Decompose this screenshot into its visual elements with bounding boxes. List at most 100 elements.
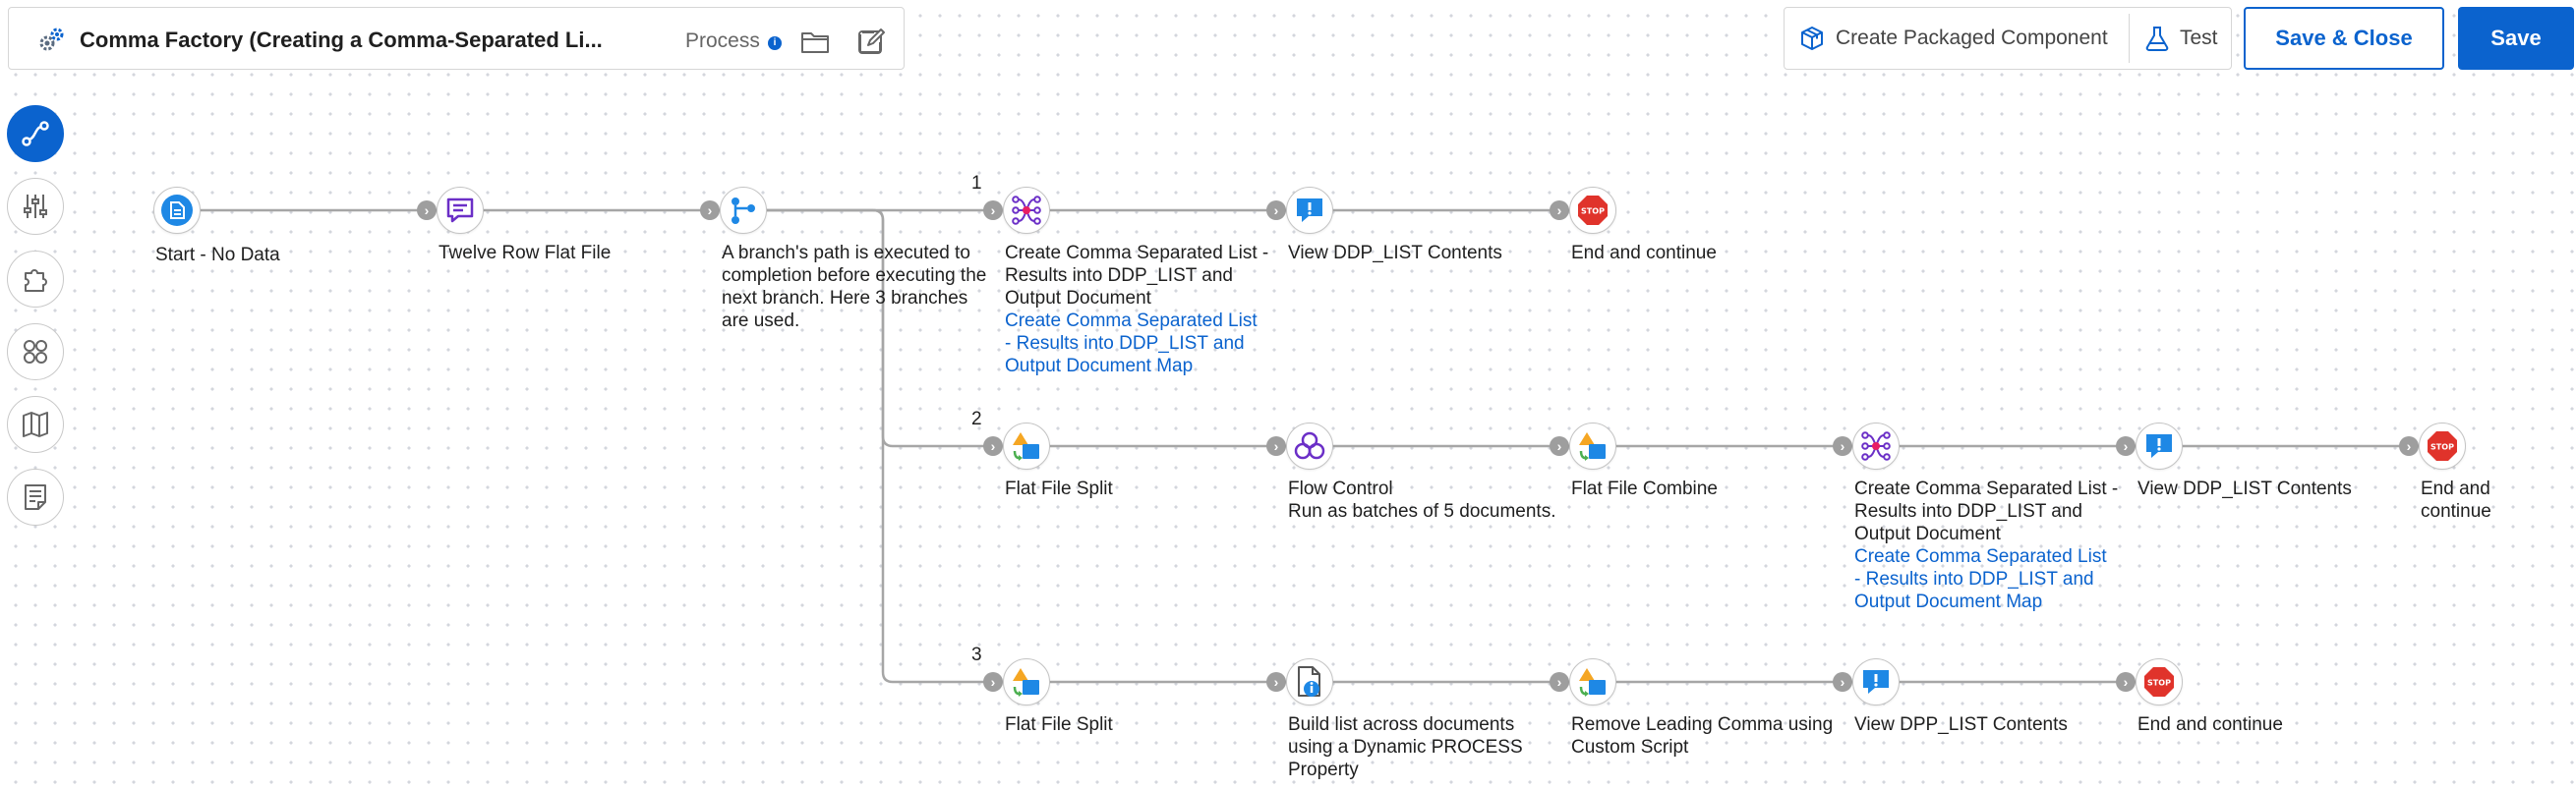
connector-arrow[interactable]: › [417,200,437,220]
map-transform-icon [1010,194,1043,227]
package-icon [1801,27,1823,50]
rail-notes-button[interactable] [7,469,64,526]
shape-label: Build list across documents using a Dyna… [1288,714,1523,780]
shape-label: Flat File Combine [1571,479,1718,499]
step-shape[interactable] [1852,423,1900,470]
connector-arrow[interactable]: › [2399,436,2419,456]
shape-label: Flat File Split [1005,714,1113,735]
map-transform-icon [1859,429,1893,463]
step-shape[interactable] [1286,658,1333,705]
notes-icon [25,484,46,510]
step-shape[interactable] [1286,423,1333,470]
message-shape[interactable] [437,187,484,234]
rail-route-button[interactable] [7,105,64,162]
save-button[interactable]: Save [2458,7,2574,70]
shape-label: Create Comma Separated List - Results in… [1854,479,2119,544]
connector-arrow[interactable]: › [983,436,1003,456]
save-close-button[interactable]: Save & Close [2244,7,2444,70]
notify-icon [2143,430,2175,462]
shape-label: Flat File Split [1005,479,1113,499]
start-shape[interactable] [153,187,201,234]
process-title[interactable]: Comma Factory (Creating a Comma-Separate… [80,28,603,52]
map-icon [23,412,48,437]
branch-note: A branch's path is executed to completio… [722,243,987,331]
data-process-icon [1576,429,1610,463]
create-packaged-component-label: Create Packaged Component [1836,27,2108,49]
shape-label: View DDP_LIST Contents [2137,479,2352,499]
shape-label: Remove Leading Comma using Custom Script [1571,714,1834,758]
map-link[interactable]: Create Comma Separated List - Results in… [1854,546,2107,612]
connector-arrow[interactable]: › [2116,436,2136,456]
step-shape[interactable]: STOP [2136,658,2183,705]
svg-text:STOP: STOP [1581,207,1605,216]
data-process-icon [1010,665,1043,699]
test-button[interactable]: Test [2144,8,2218,69]
notify-icon [1294,195,1325,226]
step-shape[interactable]: STOP [1569,187,1616,234]
branch-line [767,208,993,684]
process-title-bar: Comma Factory (Creating a Comma-Separate… [8,7,905,70]
data-process-icon [1576,665,1610,699]
stop-icon: STOP [2426,429,2459,463]
connector-arrow[interactable]: › [983,200,1003,220]
create-packaged-component-button[interactable]: Create Packaged Component [1798,8,2108,69]
action-group: Create Packaged Component Test [1784,7,2232,70]
step-shape[interactable] [1003,423,1050,470]
shape-label: Flow Control Run as batches of 5 documen… [1288,479,1556,522]
route-icon [22,121,49,146]
connector-arrow[interactable]: › [2116,672,2136,692]
step-shape[interactable]: STOP [2419,423,2466,470]
shape-label: End and continue [2421,479,2491,522]
connector-arrow[interactable]: › [1266,200,1286,220]
folder-icon[interactable] [799,28,831,57]
branch-shape[interactable] [720,187,767,234]
notify-icon [1860,666,1892,698]
gears-icon [36,26,66,55]
connector-arrow[interactable]: › [700,200,720,220]
connector-arrow[interactable]: › [1550,436,1569,456]
connector-arrow[interactable]: › [1833,436,1852,456]
flask-icon [2145,27,2169,51]
branch-number: 3 [971,645,982,665]
svg-text:STOP: STOP [2430,443,2454,452]
divider [2129,14,2130,63]
step-shape[interactable] [1003,187,1050,234]
shape-label: View DDP_LIST Contents [1288,243,1502,263]
message-icon [445,196,475,225]
step-shape[interactable] [1852,658,1900,705]
step-shape[interactable] [1286,187,1333,234]
data-process-icon [1010,429,1043,463]
rail-shapes-button[interactable] [7,323,64,380]
connector-arrow[interactable]: › [1833,672,1852,692]
step-shape[interactable] [1569,658,1616,705]
stop-icon: STOP [1576,194,1610,227]
info-icon[interactable]: i [768,36,782,50]
connector-arrow[interactable]: › [1266,672,1286,692]
map-link[interactable]: Create Comma Separated List - Results in… [1005,310,1258,376]
puzzle-icon [25,269,47,292]
stop-icon: STOP [2142,665,2176,699]
shape-label: View DPP_LIST Contents [1854,714,2068,735]
edit-icon[interactable] [856,28,888,57]
step-shape[interactable] [1569,423,1616,470]
branch-number: 1 [971,173,982,194]
shape-label: Create Comma Separated List - Results in… [1005,243,1269,309]
set-properties-icon [1294,665,1325,699]
shapes-grid-icon [24,340,47,364]
branch-number: 2 [971,409,982,429]
connector-arrow[interactable]: › [1550,672,1569,692]
branch-icon [728,195,759,226]
step-shape[interactable] [1003,658,1050,705]
shape-label: Start - No Data [155,245,280,265]
sliders-icon [24,195,47,218]
rail-settings-button[interactable] [7,178,64,235]
rail-components-button[interactable] [7,251,64,308]
connector-arrow[interactable]: › [983,672,1003,692]
connector-arrow[interactable]: › [1550,200,1569,220]
rail-map-button[interactable] [7,396,64,453]
connector-arrow[interactable]: › [1266,436,1286,456]
flow-control-icon [1293,429,1326,463]
step-shape[interactable] [2136,423,2183,470]
shape-label: End and continue [1571,243,1717,263]
